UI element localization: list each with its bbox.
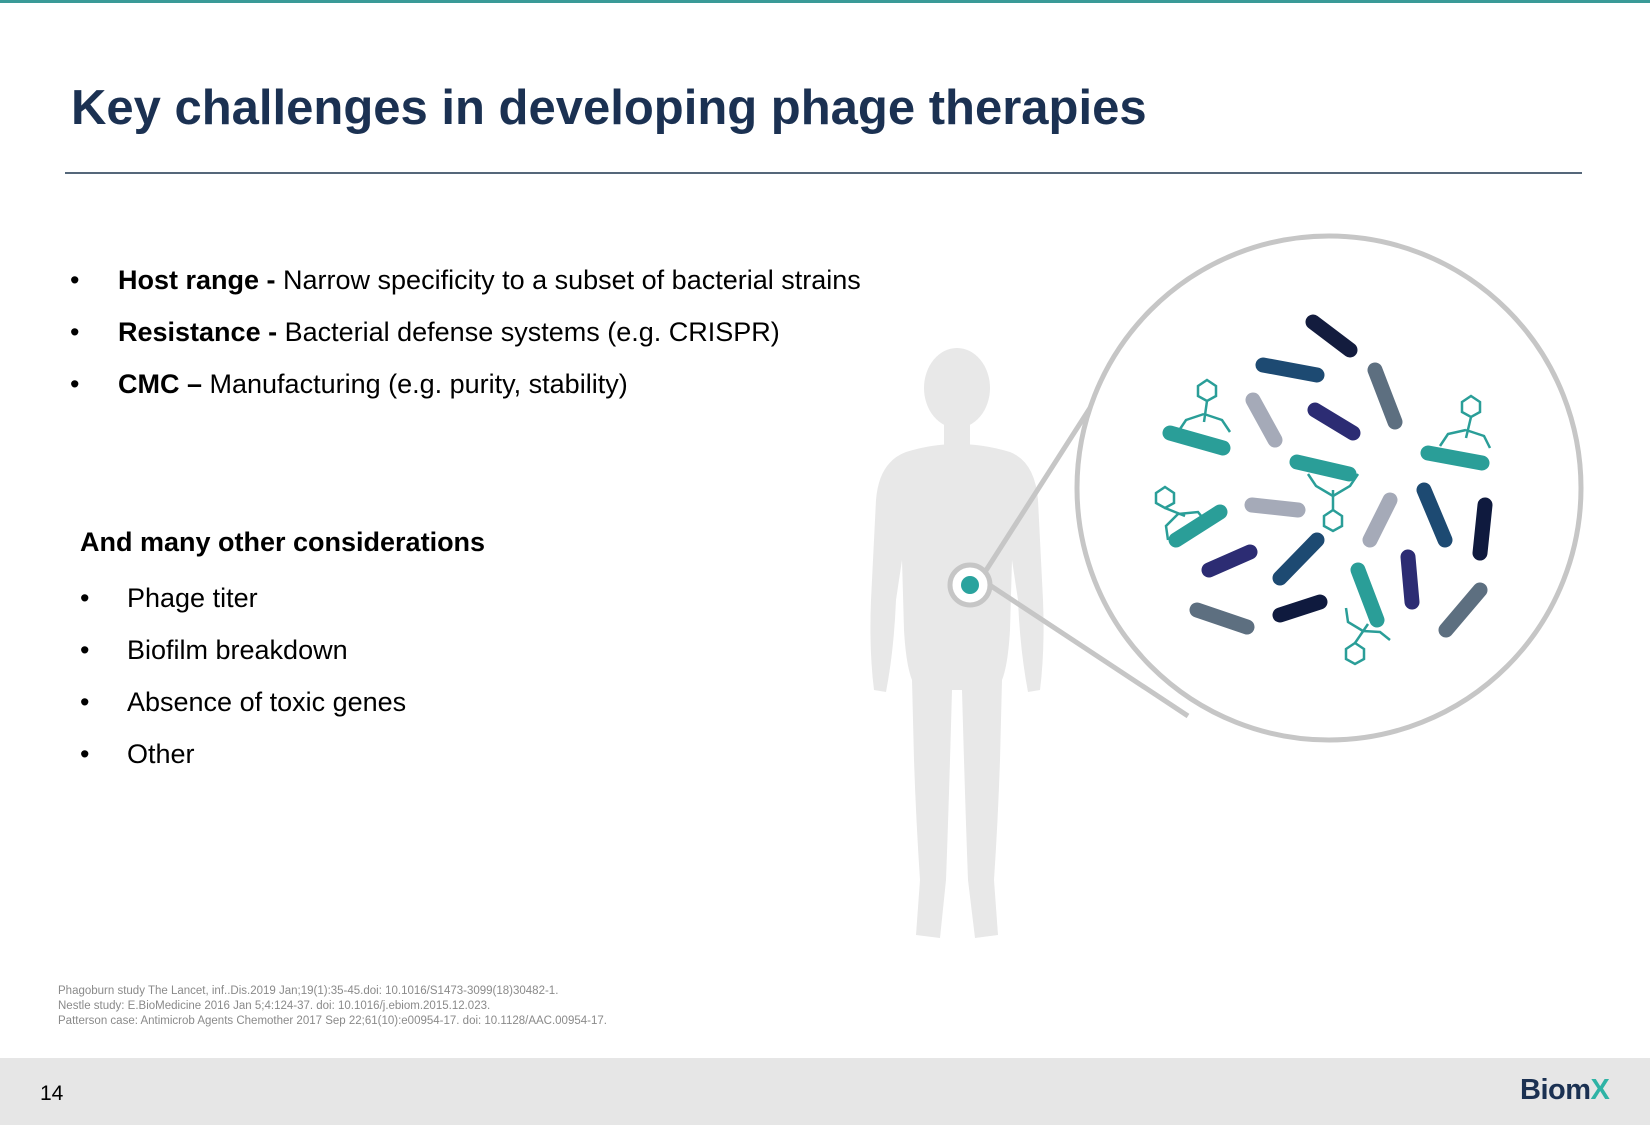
- consideration-label: Absence of toxic genes: [127, 687, 407, 717]
- challenge-term: Resistance -: [118, 317, 278, 347]
- zoom-line-lower: [983, 579, 1190, 719]
- references: Phagoburn study The Lancet, inf..Dis.201…: [58, 984, 607, 1029]
- bullet-glyph: •: [70, 265, 80, 295]
- reference-line: Phagoburn study The Lancet, inf..Dis.201…: [58, 985, 559, 997]
- page-number: 14: [40, 1082, 64, 1105]
- footer-bar: [0, 1058, 1650, 1125]
- magnifier-circle-icon: [1074, 233, 1584, 743]
- consideration-item: • Phage titer: [80, 580, 406, 632]
- top-accent-bar: [0, 0, 1650, 3]
- gut-microbiome-illustration: [870, 233, 1584, 938]
- reference-line: Patterson case: Antimicrob Agents Chemot…: [58, 1015, 607, 1027]
- challenge-description: Bacterial defense systems (e.g. CRISPR): [277, 317, 780, 347]
- phage-icon: [1154, 378, 1492, 666]
- consideration-label: Phage titer: [127, 583, 258, 613]
- reference-line: Nestle study: E.BioMedicine 2016 Jan 5;4…: [58, 1000, 491, 1012]
- bullet-glyph: •: [80, 635, 90, 665]
- bullet-glyph: •: [80, 739, 90, 769]
- considerations-list: • Phage titer • Biofilm breakdown • Abse…: [80, 580, 406, 788]
- bullet-glyph: •: [70, 317, 80, 347]
- locator-dot: [961, 576, 979, 594]
- consideration-label: Other: [127, 739, 195, 769]
- challenge-description: Narrow specificity to a subset of bacter…: [275, 265, 861, 295]
- bullet-glyph: •: [70, 369, 80, 399]
- challenge-description: Manufacturing (e.g. purity, stability): [202, 369, 628, 399]
- considerations-heading: And many other considerations: [80, 527, 486, 557]
- logo-text-accent: X: [1590, 1074, 1610, 1106]
- consideration-item: • Biofilm breakdown: [80, 632, 406, 684]
- challenge-list: • Host range - Narrow specificity to a s…: [70, 262, 861, 418]
- consideration-item: • Other: [80, 736, 406, 788]
- slide-title: Key challenges in developing phage thera…: [71, 81, 1147, 135]
- challenge-item-resistance: • Resistance - Bacterial defense systems…: [70, 314, 861, 366]
- consideration-item: • Absence of toxic genes: [80, 684, 406, 736]
- title-divider: [65, 172, 1582, 174]
- challenge-term: CMC –: [118, 369, 203, 399]
- logo-text-main: Biom: [1520, 1074, 1591, 1106]
- consideration-label: Biofilm breakdown: [127, 635, 348, 665]
- biomx-logo: BiomX: [1520, 1074, 1610, 1107]
- human-silhouette-icon: [870, 348, 1044, 938]
- bullet-glyph: •: [80, 687, 90, 717]
- bullet-glyph: •: [80, 583, 90, 613]
- challenge-term: Host range -: [118, 265, 276, 295]
- challenge-item-cmc: • CMC – Manufacturing (e.g. purity, stab…: [70, 366, 861, 418]
- challenge-item-host-range: • Host range - Narrow specificity to a s…: [70, 262, 861, 314]
- bacteria-icon: [1162, 314, 1493, 638]
- zoom-line-upper: [982, 406, 1093, 574]
